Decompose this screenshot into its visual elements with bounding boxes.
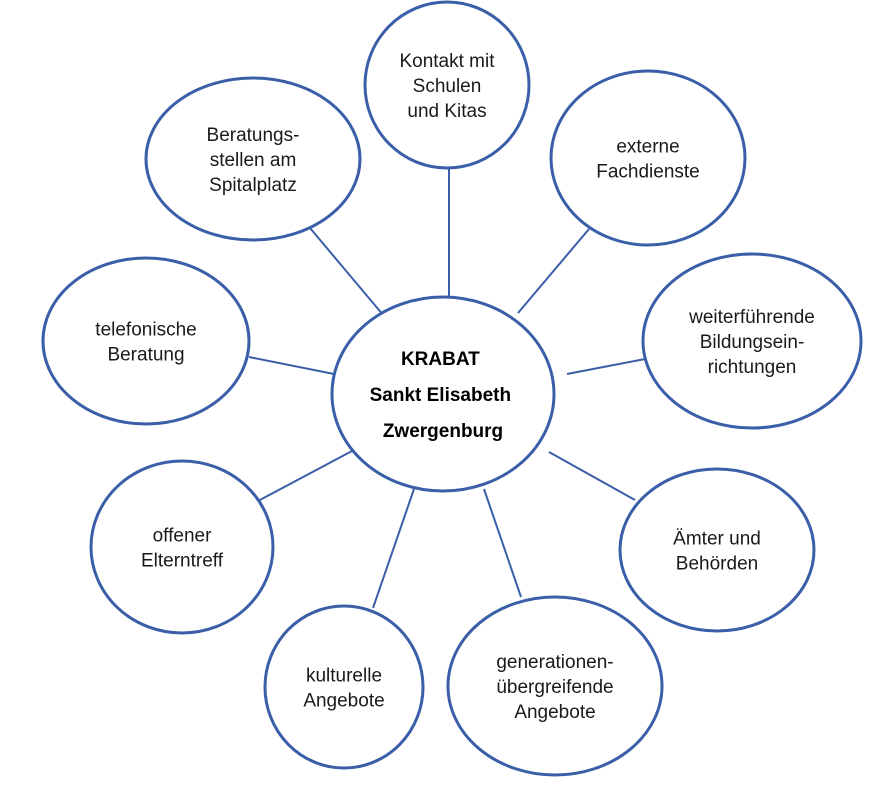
connector-externe-fachdienste xyxy=(517,228,590,314)
connector-generationenuebergreifende-angebote xyxy=(483,488,522,598)
node-ellipse xyxy=(363,0,531,170)
center-line-2: Sankt Elisabeth xyxy=(370,385,512,406)
center-node: KRABAT Sankt Elisabeth Zwergenburg xyxy=(330,295,556,493)
connector-telefonische-beratung xyxy=(248,356,335,375)
node-ellipse xyxy=(41,256,251,426)
node-label-line: richtungen xyxy=(708,357,797,378)
node-label-line: Ämter und xyxy=(673,529,761,550)
node-label-line: externe xyxy=(616,137,679,158)
connector-offener-elterntreff xyxy=(257,450,353,502)
node-ellipse xyxy=(549,69,747,247)
node-label-line: Angebote xyxy=(514,702,595,723)
node-label-line: und Kitas xyxy=(407,101,486,122)
node-label-line: stellen am xyxy=(210,150,297,171)
center-line-1: KRABAT xyxy=(401,349,480,370)
node-ellipse xyxy=(144,76,362,242)
node-ellipse xyxy=(89,459,275,635)
node-label-line: Angebote xyxy=(303,691,384,712)
node-label-line: kulturelle xyxy=(306,666,382,687)
node-label: Beratungs-stellen am Spitalplatz xyxy=(207,125,300,196)
node-label-line: Bildungsein- xyxy=(700,332,805,353)
center-line-3: Zwergenburg xyxy=(383,421,503,442)
node-label-line: weiterführende xyxy=(688,307,815,328)
connector-lines xyxy=(248,168,646,609)
node-label-line: übergreifende xyxy=(496,677,613,698)
connector-weiterfuehrende-bildungseinrichtungen xyxy=(566,358,646,375)
node-beratungsstellen-spitalplatz: Beratungs-stellen am Spitalplatz xyxy=(144,76,362,242)
node-label-line: Schulen xyxy=(413,76,482,97)
center-ellipse xyxy=(330,295,556,493)
center-title: KRABAT Sankt Elisabeth Zwergenburg xyxy=(370,349,517,442)
node-ellipse xyxy=(263,604,425,770)
node-label-line: Spitalplatz xyxy=(209,175,297,196)
node-label-line: offener xyxy=(153,526,212,547)
node-label-line: Beratungs- xyxy=(207,125,300,146)
node-label-line: telefonische xyxy=(95,320,196,341)
node-label-line: generationen- xyxy=(496,652,613,673)
connector-aemter-behoerden xyxy=(548,451,636,501)
connector-beratungsstellen-spitalplatz xyxy=(309,227,385,317)
node-ellipse xyxy=(618,467,816,633)
node-label-line: Kontakt mit xyxy=(399,51,495,72)
node-label-line: Elterntreff xyxy=(141,551,224,572)
node-label-line: Fachdienste xyxy=(596,162,700,183)
connector-kulturelle-angebote xyxy=(372,488,415,609)
node-label-line: Behörden xyxy=(676,554,758,575)
node-label-line: Beratung xyxy=(107,345,184,366)
node-ellipse xyxy=(641,252,863,430)
node-ellipse xyxy=(446,595,664,777)
